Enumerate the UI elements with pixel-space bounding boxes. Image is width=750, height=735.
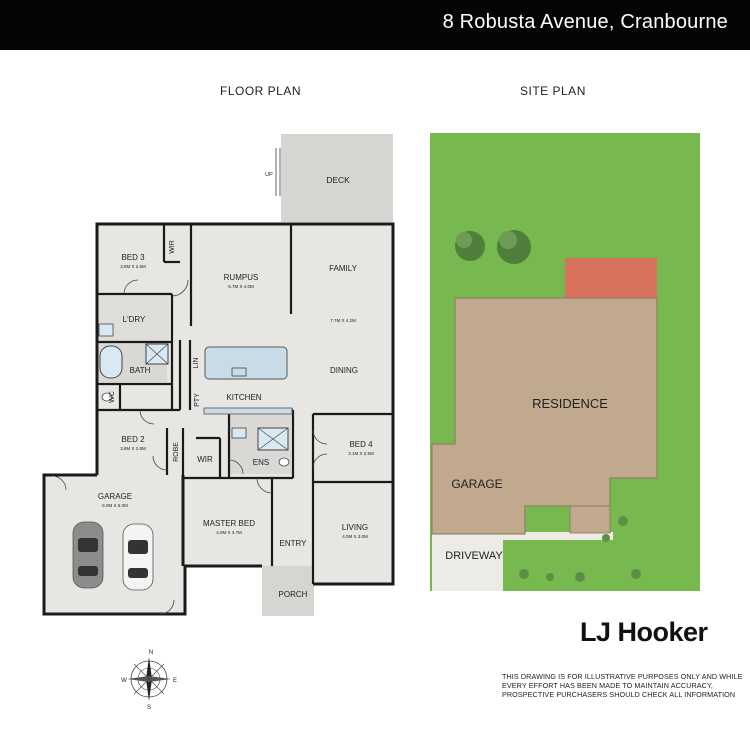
room-bed4-label: BED 4 [349, 440, 373, 449]
disclaimer-line-2: EVERY EFFORT HAS BEEN MADE TO MAINTAIN A… [502, 681, 714, 690]
room-living-size: 4.0M X 3.0M [342, 534, 368, 539]
car-icon [122, 523, 154, 591]
compass-e-label: E [173, 678, 177, 684]
porch-area [262, 566, 314, 616]
lj-hooker-logo: LJ Hooker [580, 617, 708, 647]
room-family-dining-size: 7.7M X 4.2M [330, 318, 356, 323]
room-family-label: FAMILY [329, 264, 358, 273]
laundry-tub-icon [98, 323, 114, 337]
room-dining-label: DINING [330, 366, 358, 375]
disclaimer-line-1: THIS DRAWING IS FOR ILLUSTRATIVE PURPOSE… [502, 672, 743, 681]
car-icon [72, 521, 104, 589]
room-wir-top-label: WIR [169, 240, 176, 254]
room-bed3-label: BED 3 [121, 253, 145, 262]
compass-s-label: S [147, 705, 151, 711]
room-rumpus-label: RUMPUS [224, 273, 259, 282]
room-deck-label: DECK [326, 175, 350, 185]
room-bath-label: BATH [130, 366, 151, 375]
deck-area [281, 134, 393, 222]
door-swings [51, 279, 328, 615]
ensuite-vanity-icon [231, 427, 247, 439]
interior-walls [97, 224, 393, 584]
disclaimer-line-3: PROSPECTIVE PURCHASERS SHOULD CHECK ALL … [502, 690, 736, 699]
compass-w-label: W [121, 678, 127, 684]
sink-icon [231, 367, 247, 377]
property-address: 8 Robusta Avenue, Cranbourne [442, 11, 728, 33]
ensuite-toilet-icon [278, 457, 290, 467]
kitchen-bench [203, 407, 293, 415]
room-bed2-label: BED 2 [121, 435, 145, 444]
room-linen-label: LIN [193, 358, 200, 369]
room-garage-size: 6.0M X 6.0M [102, 503, 128, 508]
room-master-bed-label: MASTER BED [203, 519, 255, 528]
room-bed4-size: 3.1M X 2.5M [348, 451, 374, 456]
room-bed3-size: 3.8M X 2.8M [120, 264, 146, 269]
room-garage-label: GARAGE [98, 492, 132, 501]
compass-icon: N S E W [121, 650, 177, 711]
toilet-icon [101, 392, 113, 402]
room-wc-label: WC [109, 391, 116, 403]
exterior-walls [42, 222, 395, 616]
room-entry-label: ENTRY [280, 539, 308, 548]
room-robe-label: ROBE [173, 442, 180, 462]
compass-n-label: N [149, 650, 153, 656]
room-porch-label: PORCH [279, 590, 308, 599]
site-plan-heading: SITE PLAN [520, 84, 586, 98]
bathtub-icon [99, 345, 123, 379]
kitchen-island [204, 346, 288, 380]
room-pantry-label: PTY [194, 393, 201, 407]
room-laundry-label: L'DRY [123, 315, 146, 324]
room-bed2-size: 3.8M X 2.8M [120, 446, 146, 451]
stairs-up-label: UP [265, 172, 273, 178]
floor-plan-heading: FLOOR PLAN [220, 84, 302, 98]
header-bar: 8 Robusta Avenue, Cranbourne [0, 0, 750, 50]
room-rumpus-size: 5.7M X 4.0M [228, 284, 254, 289]
room-living-label: LIVING [342, 523, 368, 532]
room-ensuite-label: ENS [253, 458, 269, 467]
room-wir-master-label: WIR [197, 455, 213, 464]
room-master-bed-size: 4.0M X 3.7M [216, 530, 242, 535]
room-kitchen-label: KITCHEN [226, 393, 261, 402]
disclaimer-text: THIS DRAWING IS FOR ILLUSTRATIVE PURPOSE… [502, 672, 743, 699]
